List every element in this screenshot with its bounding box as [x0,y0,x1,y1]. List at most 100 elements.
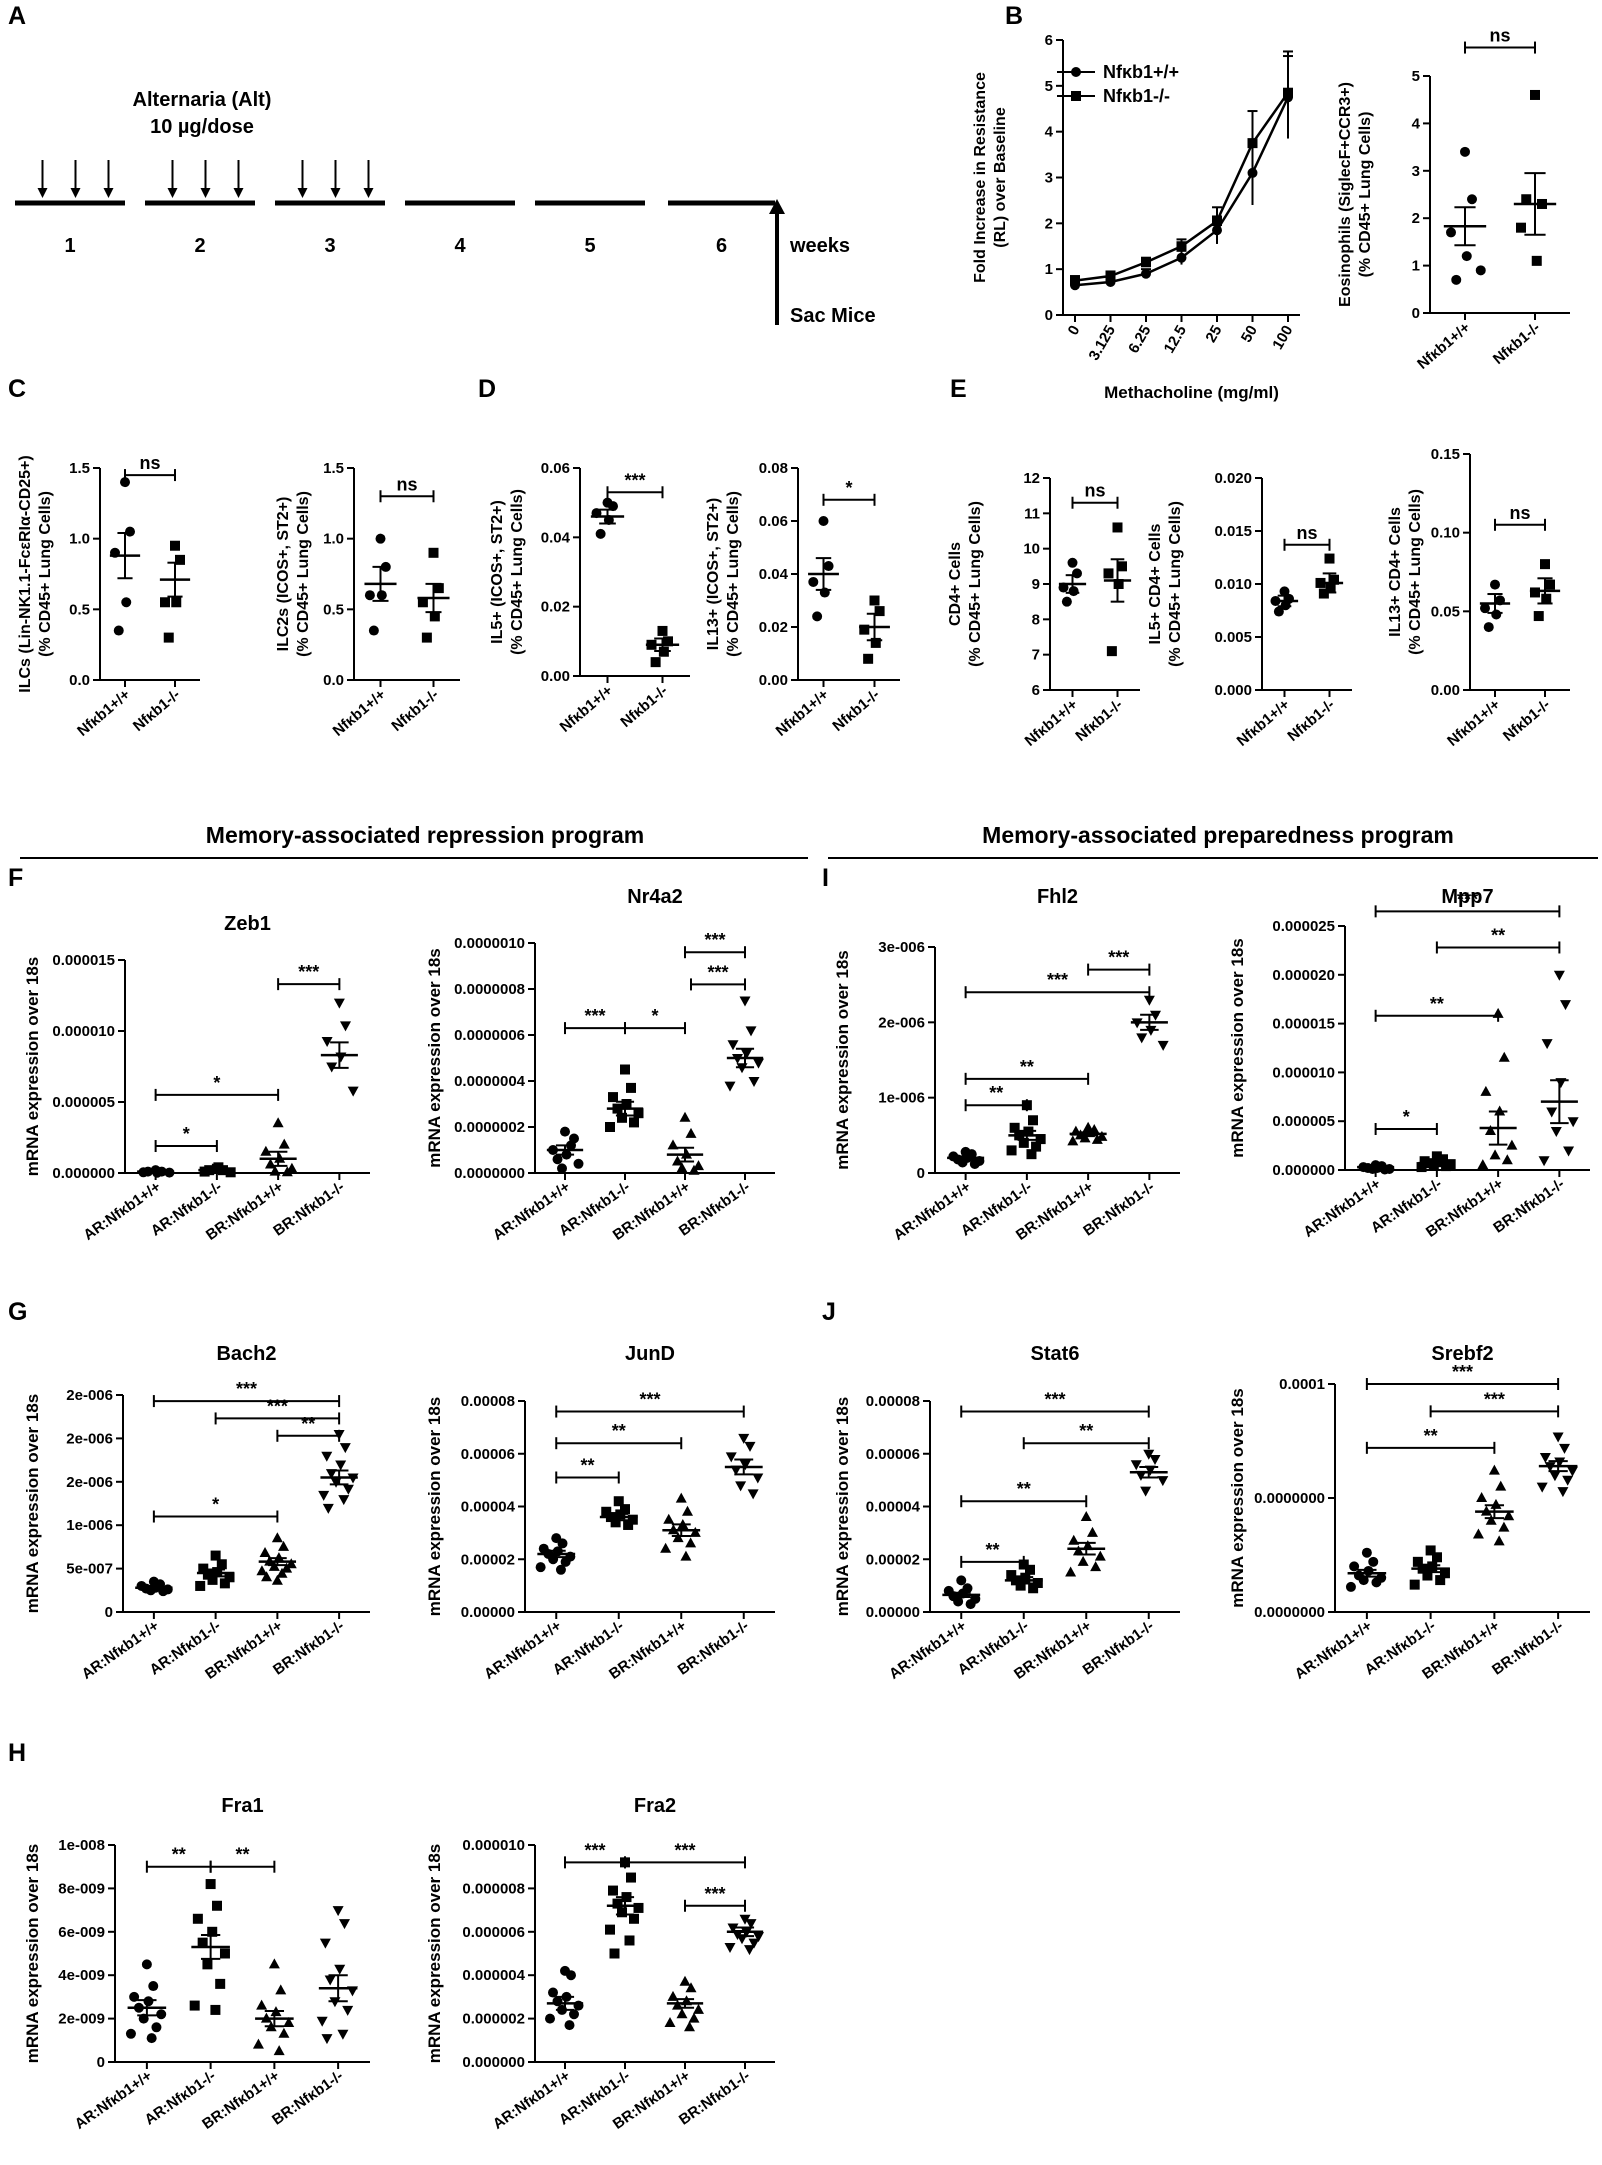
data-point [428,547,439,558]
data-point [1476,1492,1488,1502]
data-point [197,1937,208,1948]
data-point [605,1122,615,1132]
x-category-label: BR:Nfκb1-/- [1489,1617,1566,1678]
data-point [1475,265,1486,276]
x-tick-label: 0 [1065,323,1084,339]
y-tick-label: 0.00002 [461,1551,515,1568]
data-point [1559,1443,1570,1454]
data-point [276,1567,288,1578]
y-tick-label: 2e-006 [66,1387,113,1404]
significance-label: *** [584,1840,605,1860]
y-tick-label: 0.0000000 [1254,1604,1325,1621]
data-point [278,2027,290,2038]
data-point [1318,588,1329,599]
data-point [272,1117,284,1128]
data-point [739,996,751,1007]
data-point [1461,251,1472,262]
y-tick-label: 0.0000000 [1254,1490,1325,1507]
y-tick-label: 0.00002 [866,1551,920,1568]
data-point [319,1938,331,1949]
data-point [1018,1137,1029,1148]
data-point [1540,559,1550,570]
x-tick-label: 25 [1202,323,1225,346]
significance-label: *** [1457,889,1478,909]
y-tick-label: 0.000015 [52,952,115,969]
data-point [1006,1570,1017,1581]
data-point [660,1542,672,1553]
data-point [595,528,606,539]
y-tick-label: 1.5 [69,460,90,477]
data-point [318,1490,330,1501]
y-tick-label: 3 [1045,170,1053,187]
y-tick-label: 5e-007 [66,1561,113,1578]
data-point [1446,227,1456,238]
data-point [1028,1583,1039,1594]
data-point [685,1982,697,1993]
data-point [1539,1452,1551,1463]
data-point [1329,574,1339,585]
data-point [1557,1487,1569,1498]
data-point [215,1978,226,1989]
y-axis-label: mRNA expression over 18s [833,950,852,1170]
data-point [146,2033,157,2044]
y-axis-label: mRNA expression over 18s [833,1397,852,1617]
y-axis-label: (% CD45+ Lung Cells) [1357,112,1374,278]
data-point [735,1481,747,1492]
panel-label-H: H [8,1739,26,1767]
data-point [175,554,185,565]
data-point [1550,1126,1562,1137]
y-tick-label: 0.015 [1214,523,1252,540]
data-point [1157,1040,1169,1051]
significance-label: ns [1084,481,1105,501]
y-tick-label: 0.0000008 [454,981,525,998]
data-point [1143,995,1155,1006]
y-tick-label: 9 [1032,576,1040,593]
x-category-label: Nfκb1+/+ [1022,696,1082,750]
data-point [210,2004,221,2015]
data-point [1530,89,1540,100]
data-point [1065,1566,1077,1577]
x-category-label: Nfκb1+/+ [1234,696,1294,750]
y-tick-label: 0.000 [1214,682,1252,699]
y-tick-label: 0.00008 [866,1393,920,1410]
data-point [342,1484,354,1495]
data-point [1431,1151,1442,1162]
data-point [1498,1051,1510,1062]
significance-label: *** [1047,970,1068,990]
x-category-label: Nfκb1+/+ [330,686,390,740]
y-axis-label: (% CD45+ Lung Cells) [295,491,312,657]
data-point [324,1975,336,1986]
significance-label: *** [704,1884,725,1904]
data-point [1072,1545,1084,1556]
significance-label: ** [172,1845,186,1865]
data-point [1176,241,1187,252]
significance-label: *** [639,1390,660,1410]
y-axis-label: Eosinophils (SiglecF+CCR3+) [1337,82,1354,307]
data-point [679,1111,691,1122]
data-point [429,611,440,622]
data-point [1136,1033,1148,1044]
schematic-title-line1: Alternaria (Alt) [133,89,272,111]
y-tick-label: 0.000000 [462,2054,525,2071]
data-point [1080,1511,1092,1522]
y-tick-label: 2e-006 [66,1430,113,1447]
data-point [724,1942,736,1953]
y-tick-label: 0.05 [1431,603,1460,620]
data-point [334,1964,346,1975]
y-tick-label: 0.00000 [461,1604,515,1621]
data-point [1144,1465,1156,1476]
data-point [818,516,829,526]
x-category-label: AR:Nfκb1+/+ [886,1617,970,1683]
data-point [557,1538,568,1549]
data-point [610,1517,621,1528]
data-point [620,1064,630,1075]
data-point [259,1546,271,1557]
x-category-label: Nfκb1-/- [130,686,184,735]
data-point [1032,1577,1043,1588]
data-point [863,653,874,664]
significance-label: ns [1296,523,1317,543]
y-tick-label: 0.02 [541,599,570,616]
